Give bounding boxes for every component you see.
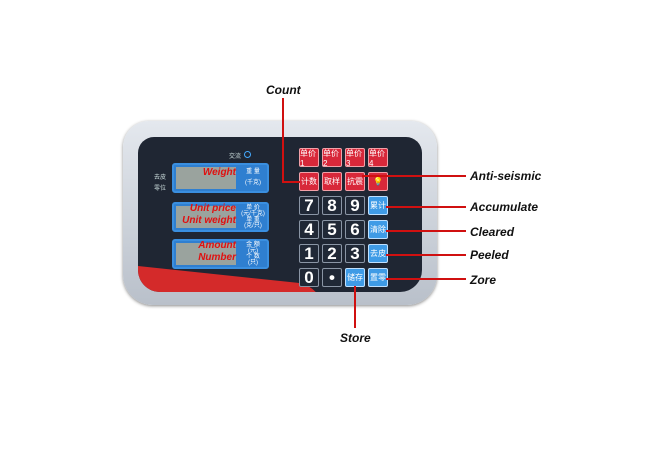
number-label: Number <box>198 252 236 263</box>
ac-indicator-icon <box>244 151 251 158</box>
unit-text: 单 重 <box>246 217 260 223</box>
ac-indicator-label: 交流 <box>229 154 242 160</box>
accumulate-annotation: Accumulate <box>470 200 539 214</box>
key-store-button[interactable]: 储存 <box>345 268 365 287</box>
store-pointer <box>354 286 356 328</box>
tare-label: 去皮 <box>154 175 167 181</box>
unit-text: (克/只) <box>244 223 262 229</box>
key-2-button[interactable]: 2 <box>322 244 342 263</box>
unit-weight-label: Unit weight <box>182 215 236 226</box>
accumulate-pointer <box>386 206 466 208</box>
key-3-button[interactable]: 3 <box>345 244 365 263</box>
key-unit-price-2-button[interactable]: 单价2 <box>322 148 342 168</box>
amount-display: 金 额(元)个 数(只) <box>172 239 269 269</box>
key-0-button[interactable]: 0 <box>299 268 319 287</box>
unit-text: (千克) <box>245 180 261 186</box>
key-decimal-button[interactable]: • <box>322 268 342 287</box>
key-anti-seismic-button[interactable]: 抗震 <box>345 172 365 191</box>
key-zero-button[interactable]: 置零 <box>368 268 388 287</box>
unit-price-label: Unit price <box>189 203 236 214</box>
unit-text: (元) <box>248 248 258 254</box>
count-pointer <box>282 98 284 182</box>
key-unit-price-3-button[interactable]: 单价3 <box>345 148 365 168</box>
zore-pointer <box>386 278 466 280</box>
store-annotation: Store <box>340 331 371 345</box>
unit-text: 个 数 <box>246 254 260 260</box>
peeled-annotation: Peeled <box>470 248 509 262</box>
key-sample-button[interactable]: 取样 <box>322 172 342 191</box>
key-count-button[interactable]: 计数 <box>299 172 319 191</box>
amount-label: Amount <box>198 240 236 251</box>
count-annotation: Count <box>266 83 301 97</box>
unit-text: (只) <box>248 260 258 266</box>
key-6-button[interactable]: 6 <box>345 220 365 239</box>
zero-label: 零位 <box>154 186 167 192</box>
cleared-annotation: Cleared <box>470 225 515 239</box>
key-1-button[interactable]: 1 <box>299 244 319 263</box>
weight-label: Weight <box>202 167 236 178</box>
key-4-button[interactable]: 4 <box>299 220 319 239</box>
cleared-pointer <box>386 230 466 232</box>
key-9-button[interactable]: 9 <box>345 196 365 215</box>
peeled-pointer <box>386 254 466 256</box>
unit-text: 金 额 <box>246 242 260 248</box>
unit-text: 重 量 <box>246 169 260 175</box>
control-panel: 交流 去皮 零位 重 量 (千克) Weight 单 价(元/千克)单 重(克/只… <box>138 137 422 292</box>
unit-text: (元/千克) <box>241 211 265 217</box>
key-accumulate-button[interactable]: 累计 <box>368 196 388 215</box>
key-unit-price-1-button[interactable]: 单价1 <box>299 148 319 168</box>
weight-display: 重 量 (千克) <box>172 163 269 193</box>
count-pointer <box>282 181 300 183</box>
key-tare-button[interactable]: 去皮 <box>368 244 388 263</box>
key-clear-button[interactable]: 清除 <box>368 220 388 239</box>
key-8-button[interactable]: 8 <box>322 196 342 215</box>
zore-annotation: Zore <box>470 273 497 287</box>
anti-seismic-annotation: Anti-seismic <box>470 169 542 183</box>
key-5-button[interactable]: 5 <box>322 220 342 239</box>
anti-seismic-pointer <box>362 175 466 177</box>
unit-text: 单 价 <box>246 205 260 211</box>
unit-price-display: 单 价(元/千克)单 重(克/只) <box>172 202 269 232</box>
key-unit-price-4-button[interactable]: 单价4 <box>368 148 388 168</box>
key-7-button[interactable]: 7 <box>299 196 319 215</box>
